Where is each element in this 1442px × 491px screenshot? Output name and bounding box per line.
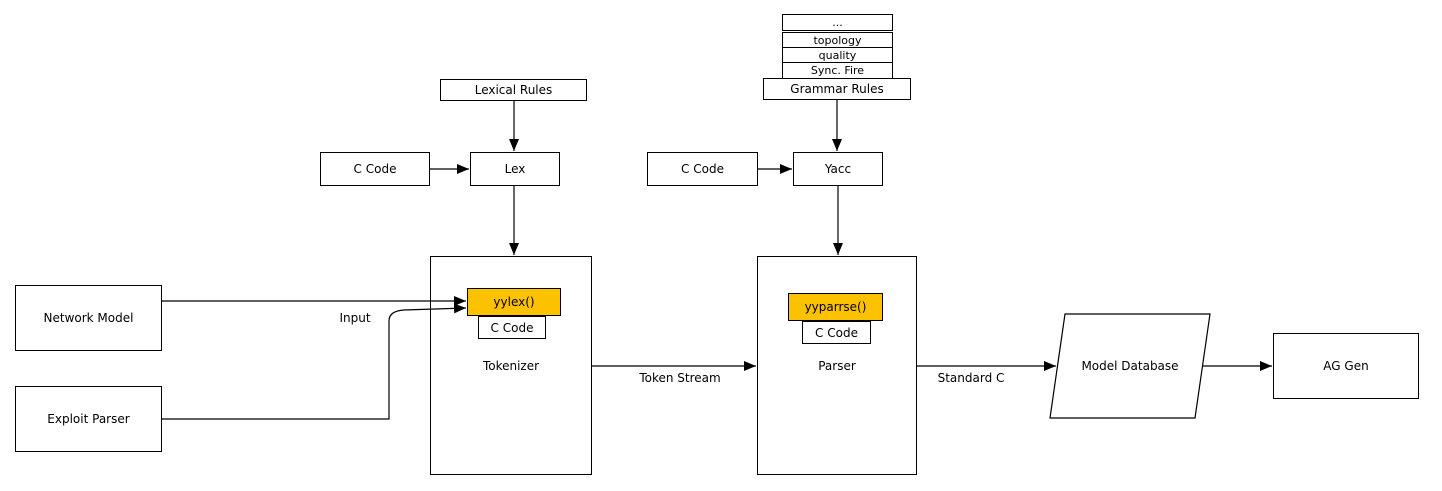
node-yylex: yylex() bbox=[467, 288, 561, 316]
node-lexical-rules: Lexical Rules bbox=[440, 79, 587, 101]
node-c-code-yacc: C Code bbox=[647, 152, 758, 186]
node-label: Exploit Parser bbox=[47, 412, 130, 426]
stack-row-label: Sync. Fire bbox=[810, 64, 865, 77]
node-label: C Code bbox=[490, 320, 534, 335]
node-parser bbox=[757, 256, 917, 475]
edge-label-input: Input bbox=[339, 311, 371, 325]
node-grammar-rules: Grammar Rules bbox=[763, 78, 911, 100]
node-label: C Code bbox=[353, 162, 397, 176]
stack-row-label: topology bbox=[813, 33, 862, 47]
parser-label: Parser bbox=[818, 359, 856, 373]
node-network-model: Network Model bbox=[15, 285, 162, 351]
node-yyparrse: yyparrse() bbox=[788, 293, 883, 321]
node-label: C Code bbox=[815, 325, 858, 340]
node-c-code-parser: C Code bbox=[802, 321, 871, 344]
stack-row-topology: topology bbox=[782, 32, 893, 48]
stack-row-label: quality bbox=[818, 48, 857, 62]
node-label: Network Model bbox=[43, 311, 134, 325]
stack-row-quality: quality bbox=[782, 47, 893, 63]
model-database-label: Model Database bbox=[1081, 359, 1179, 373]
node-label: Yacc bbox=[824, 162, 852, 176]
node-label: Lex bbox=[504, 162, 526, 176]
node-label: AG Gen bbox=[1323, 359, 1369, 373]
node-label: C Code bbox=[681, 162, 724, 176]
node-label: yylex() bbox=[493, 295, 535, 309]
node-ag-gen: AG Gen bbox=[1273, 333, 1419, 399]
edge-label-token-stream: Token Stream bbox=[639, 371, 721, 385]
node-label: Lexical Rules bbox=[474, 83, 553, 97]
stack-row-label: ... bbox=[832, 16, 843, 29]
node-yacc: Yacc bbox=[793, 152, 883, 186]
node-label: yyparrse() bbox=[804, 300, 867, 314]
stack-row-ellipsis: ... bbox=[782, 14, 893, 31]
node-c-code-tokenizer: C Code bbox=[478, 316, 546, 339]
tokenizer-label: Tokenizer bbox=[482, 359, 540, 373]
node-exploit-parser: Exploit Parser bbox=[15, 386, 162, 452]
node-lex: Lex bbox=[470, 152, 560, 186]
node-c-code-lex: C Code bbox=[320, 152, 430, 186]
node-label: Grammar Rules bbox=[790, 82, 884, 96]
stack-row-sync-fire: Sync. Fire bbox=[782, 62, 893, 79]
edge-label-standard-c: Standard C bbox=[937, 371, 1005, 385]
